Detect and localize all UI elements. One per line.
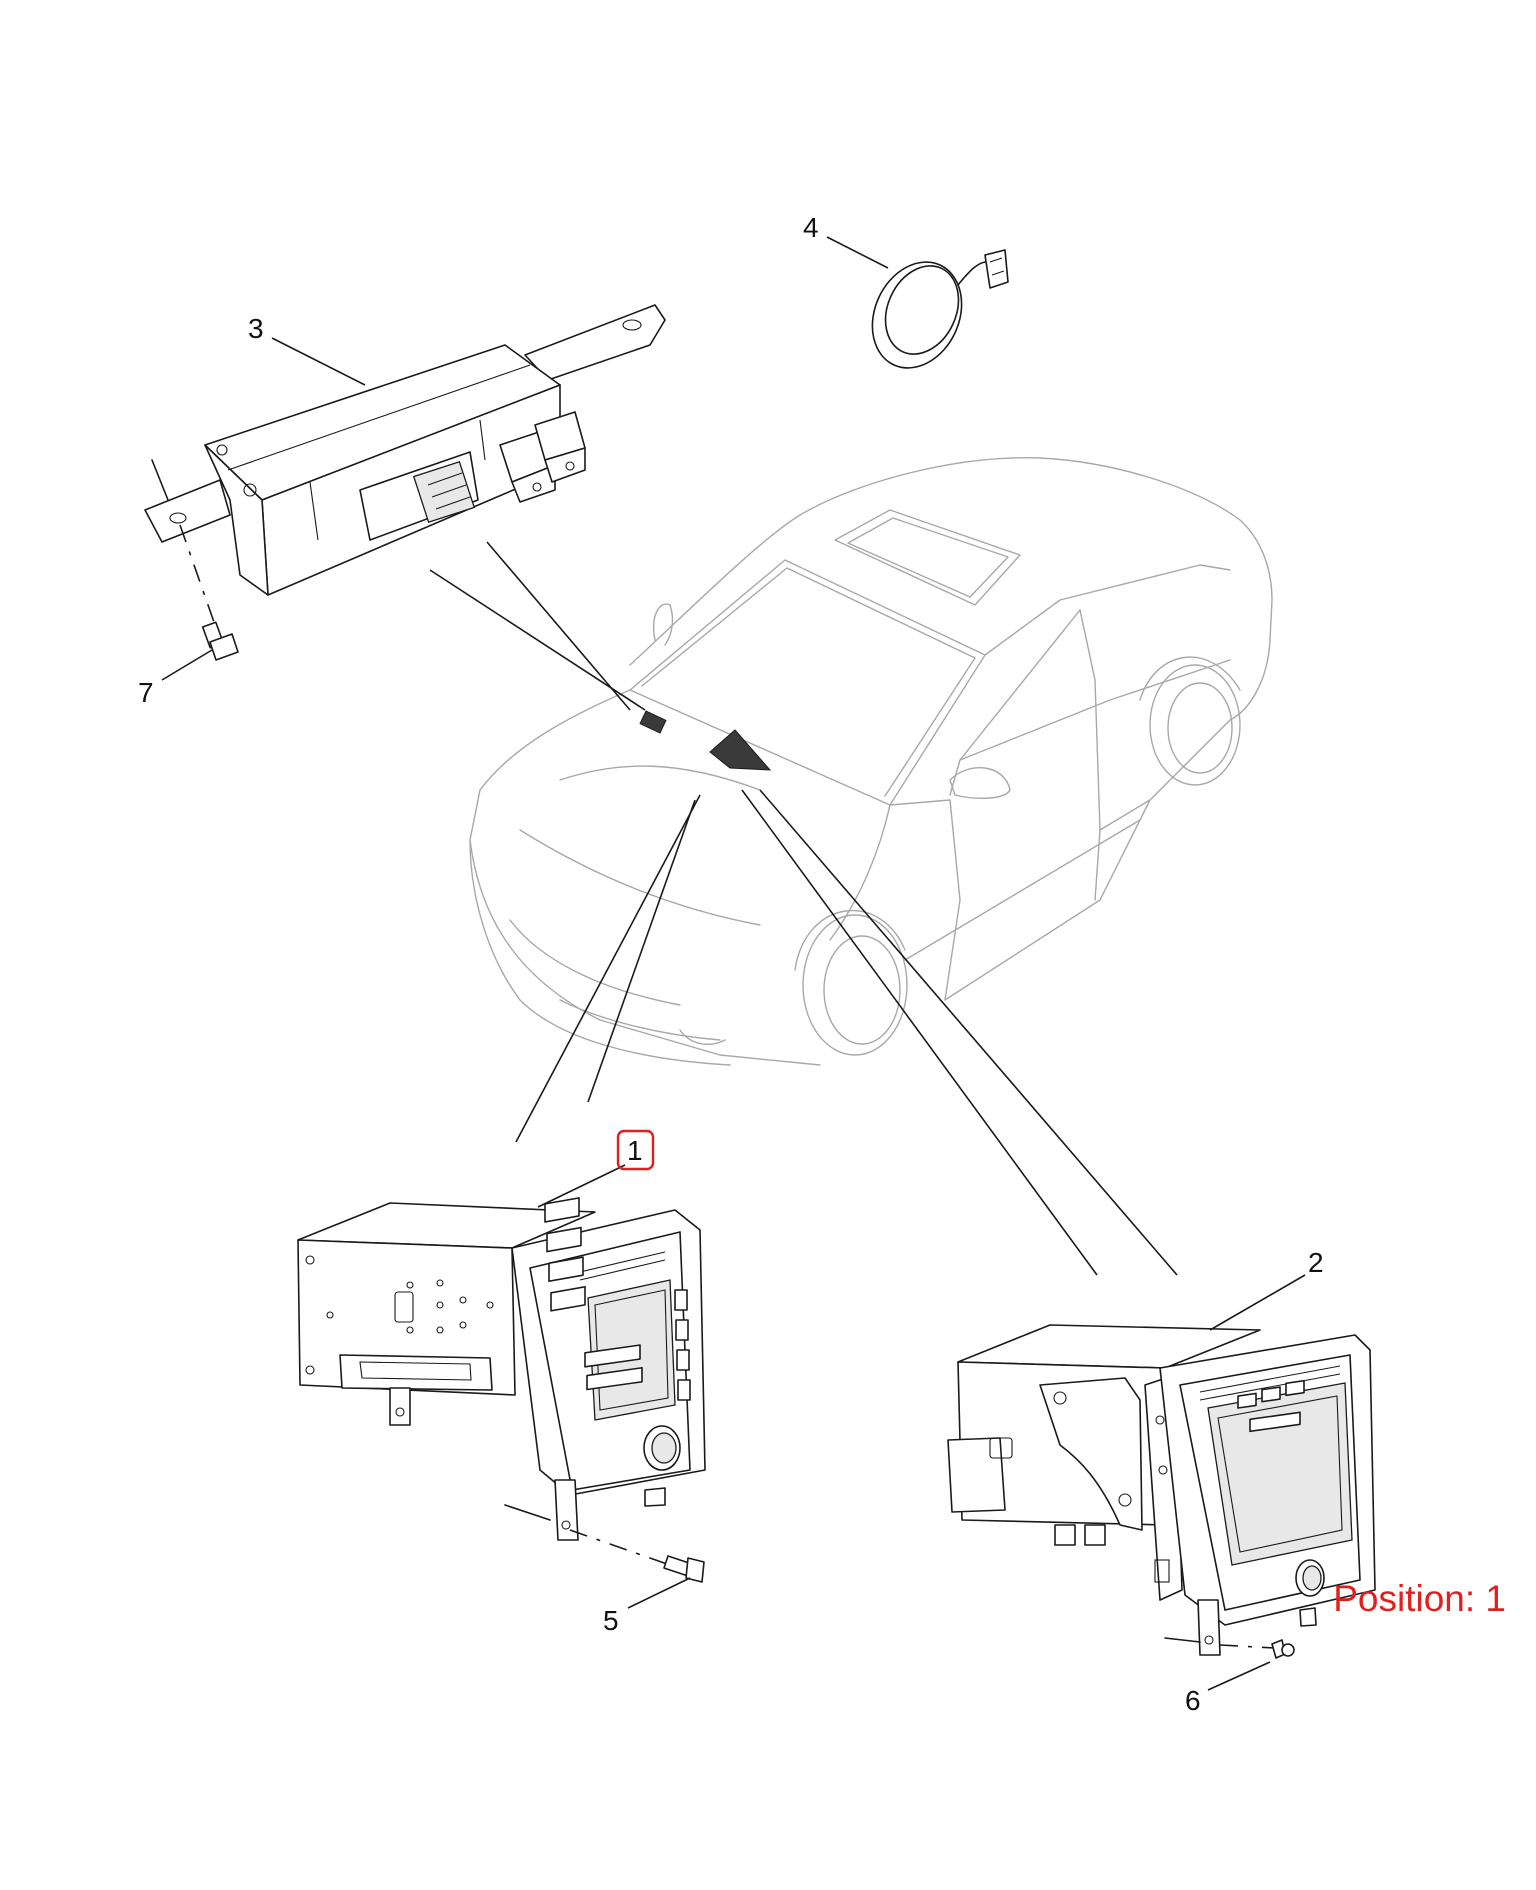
- bezel-buttons-right: [674, 1289, 691, 1401]
- part-7-screw: 7: [138, 524, 239, 708]
- callout-1: 1: [627, 1135, 643, 1166]
- part-3-control-module: 3: [144, 304, 666, 596]
- position-indicator: Position: 1: [1333, 1578, 1506, 1620]
- part-1-head-unit: 1: [297, 1135, 706, 1541]
- position-label: Position:: [1333, 1578, 1476, 1619]
- callout-2: 2: [1308, 1247, 1324, 1278]
- part-4-speaker: 4: [803, 212, 1009, 369]
- location-marker-large: [709, 729, 772, 771]
- leader-lines: [429, 541, 1178, 1276]
- callout-5: 5: [603, 1605, 619, 1636]
- callout-3: 3: [248, 313, 264, 344]
- location-marker-small: [639, 710, 667, 734]
- selected-callout-highlight: [616, 1129, 655, 1171]
- bezel-buttons-left: [544, 1197, 586, 1312]
- part-5-screw: 5: [569, 1529, 705, 1636]
- callout-4: 4: [803, 212, 819, 243]
- part-2-head-unit: 2: [947, 1247, 1376, 1656]
- callout-7: 7: [138, 677, 154, 708]
- vehicle-outline: [469, 457, 1273, 1066]
- vent-holes: [326, 1279, 494, 1334]
- position-value: 1: [1485, 1578, 1506, 1619]
- part-6-screw: 6: [1185, 1639, 1295, 1716]
- callout-6: 6: [1185, 1685, 1201, 1716]
